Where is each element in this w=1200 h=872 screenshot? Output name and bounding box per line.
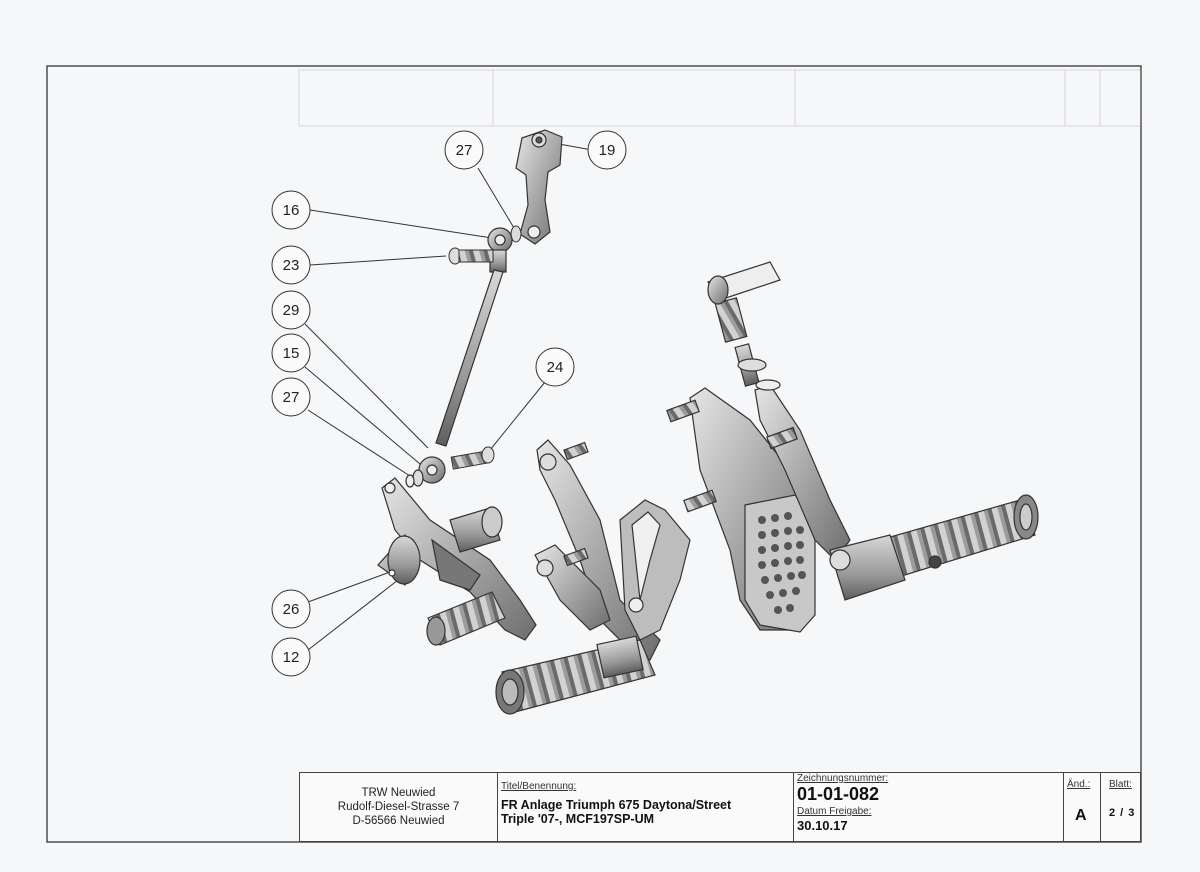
callout-number: 29: [283, 302, 300, 319]
callout-number: 24: [547, 359, 564, 376]
drawing-number-cell: Zeichnungsnummer: 01-01-082 Datum Freiga…: [794, 773, 1064, 841]
callout-23: 23: [271, 245, 311, 285]
callout-number: 26: [283, 601, 300, 618]
drawing-title-line-1: FR Anlage Triumph 675 Daytona/Street: [501, 798, 732, 812]
shift-arm-upper: [515, 129, 563, 245]
drawing-number-label: Zeichnungsnummer:: [797, 773, 889, 784]
callout-number: 19: [599, 142, 616, 159]
callout-16: 16: [271, 190, 311, 230]
company-street: Rudolf-Diesel-Strasse 7: [337, 801, 460, 813]
left-bracket: [377, 477, 537, 646]
title-label: Titel/Benennung:: [501, 781, 577, 792]
bolt-24: [450, 446, 495, 470]
callout-number: 15: [283, 345, 300, 362]
show-through-title-block: [298, 69, 1142, 127]
callout-number: 12: [283, 649, 300, 666]
callout-12: 12: [271, 637, 311, 677]
callout-29: 29: [271, 290, 311, 330]
leader-lines: [304, 141, 593, 651]
sheet-label: Blatt:: [1109, 779, 1132, 790]
drawing-title-line-2: Triple '07-, MCF197SP-UM: [501, 812, 655, 826]
callout-15: 15: [271, 333, 311, 373]
revision-cell: Änd.: A: [1064, 773, 1101, 841]
right-bracket: [666, 261, 1039, 633]
callout-19: 19: [587, 130, 627, 170]
sheet-cell: Blatt: 2 / 3: [1101, 773, 1142, 841]
company-city: D-56566 Neuwied: [352, 815, 445, 827]
callout-27-left: 27: [271, 377, 311, 417]
revision-label: Änd.:: [1067, 779, 1091, 790]
center-bracket: [495, 439, 691, 715]
release-date-label: Datum Freigabe:: [797, 806, 872, 817]
drawing-title: FR Anlage Triumph 675 Daytona/Street Tri…: [501, 798, 731, 826]
rod-end-lower: [405, 456, 446, 488]
callout-number: 16: [283, 202, 300, 219]
callout-number: 27: [283, 389, 300, 406]
company-address: TRW Neuwied Rudolf-Diesel-Strasse 7 D-56…: [300, 773, 498, 841]
callout-26: 26: [271, 589, 311, 629]
callout-24: 24: [535, 347, 575, 387]
revision-value: A: [1075, 807, 1087, 824]
bolt-23: [448, 247, 494, 265]
drawing-number: 01-01-082: [797, 784, 880, 804]
title-cell: Titel/Benennung: FR Anlage Triumph 675 D…: [498, 773, 794, 841]
release-date: 30.10.17: [797, 818, 848, 833]
company-name: TRW Neuwied: [361, 787, 436, 799]
title-block: TRW Neuwied Rudolf-Diesel-Strasse 7 D-56…: [299, 772, 1141, 842]
shift-rod: [435, 269, 504, 447]
sheet-number: 2 / 3: [1109, 807, 1136, 819]
callout-number: 23: [283, 257, 300, 274]
callout-27-top: 27: [444, 130, 484, 170]
drawing-frame: [46, 65, 1142, 843]
callout-number: 27: [456, 142, 473, 159]
